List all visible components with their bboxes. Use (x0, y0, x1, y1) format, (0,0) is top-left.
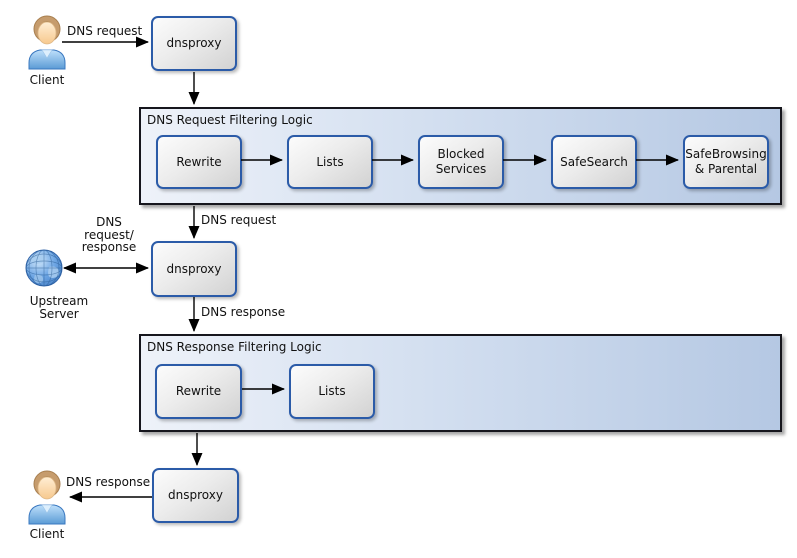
node-dnsproxy-bottom-label: dnsproxy (168, 488, 223, 502)
response-filtering-title: DNS Response Filtering Logic (147, 340, 322, 354)
node-dnsproxy-top-label: dnsproxy (166, 36, 222, 50)
step-rewrite-request-label: Rewrite (176, 154, 222, 169)
upstream-server (23, 247, 65, 289)
globe-icon (25, 249, 63, 287)
edge-label-upstream-response: DNS response (201, 305, 286, 319)
step-lists-response-label: Lists (318, 384, 346, 398)
step-lists-response: Lists (289, 364, 375, 419)
client-top-label: Client (29, 73, 65, 87)
step-safesearch: SafeSearch (551, 135, 637, 189)
edge-label-client-response: DNS response (66, 475, 151, 489)
step-rewrite-response: Rewrite (155, 364, 242, 419)
request-filtering-container: DNS Request Filtering Logic Rewrite List… (139, 107, 782, 205)
person-icon (28, 470, 66, 525)
step-blocked-services-label: Blocked Services (435, 147, 487, 176)
step-safesearch-label: SafeSearch (560, 154, 628, 169)
client-bottom-label: Client (29, 527, 65, 541)
upstream-server-label: Upstream Server (29, 294, 89, 321)
edge-label-client-request: DNS request (67, 24, 143, 38)
node-dnsproxy-middle: dnsproxy (151, 241, 237, 297)
client-top (26, 13, 68, 71)
client-bottom (26, 468, 68, 526)
edge-label-filtered-request: DNS request (201, 213, 277, 227)
person-icon (28, 15, 66, 70)
step-rewrite-request: Rewrite (156, 135, 242, 189)
step-safebrowsing-parental: SafeBrowsing & Parental (683, 135, 769, 189)
node-dnsproxy-bottom: dnsproxy (152, 468, 239, 523)
step-lists-request-label: Lists (316, 154, 344, 169)
node-dnsproxy-middle-label: dnsproxy (166, 261, 222, 276)
step-lists-request: Lists (287, 135, 373, 189)
node-dnsproxy-top: dnsproxy (151, 16, 237, 71)
step-rewrite-response-label: Rewrite (175, 384, 222, 398)
response-filtering-container: DNS Response Filtering Logic Rewrite Lis… (139, 334, 782, 432)
step-safebrowsing-parental-label: SafeBrowsing & Parental (685, 147, 767, 176)
step-blocked-services: Blocked Services (418, 135, 504, 189)
edge-label-upstream-exchange: DNS request/ response (81, 215, 137, 255)
request-filtering-title: DNS Request Filtering Logic (147, 113, 313, 127)
